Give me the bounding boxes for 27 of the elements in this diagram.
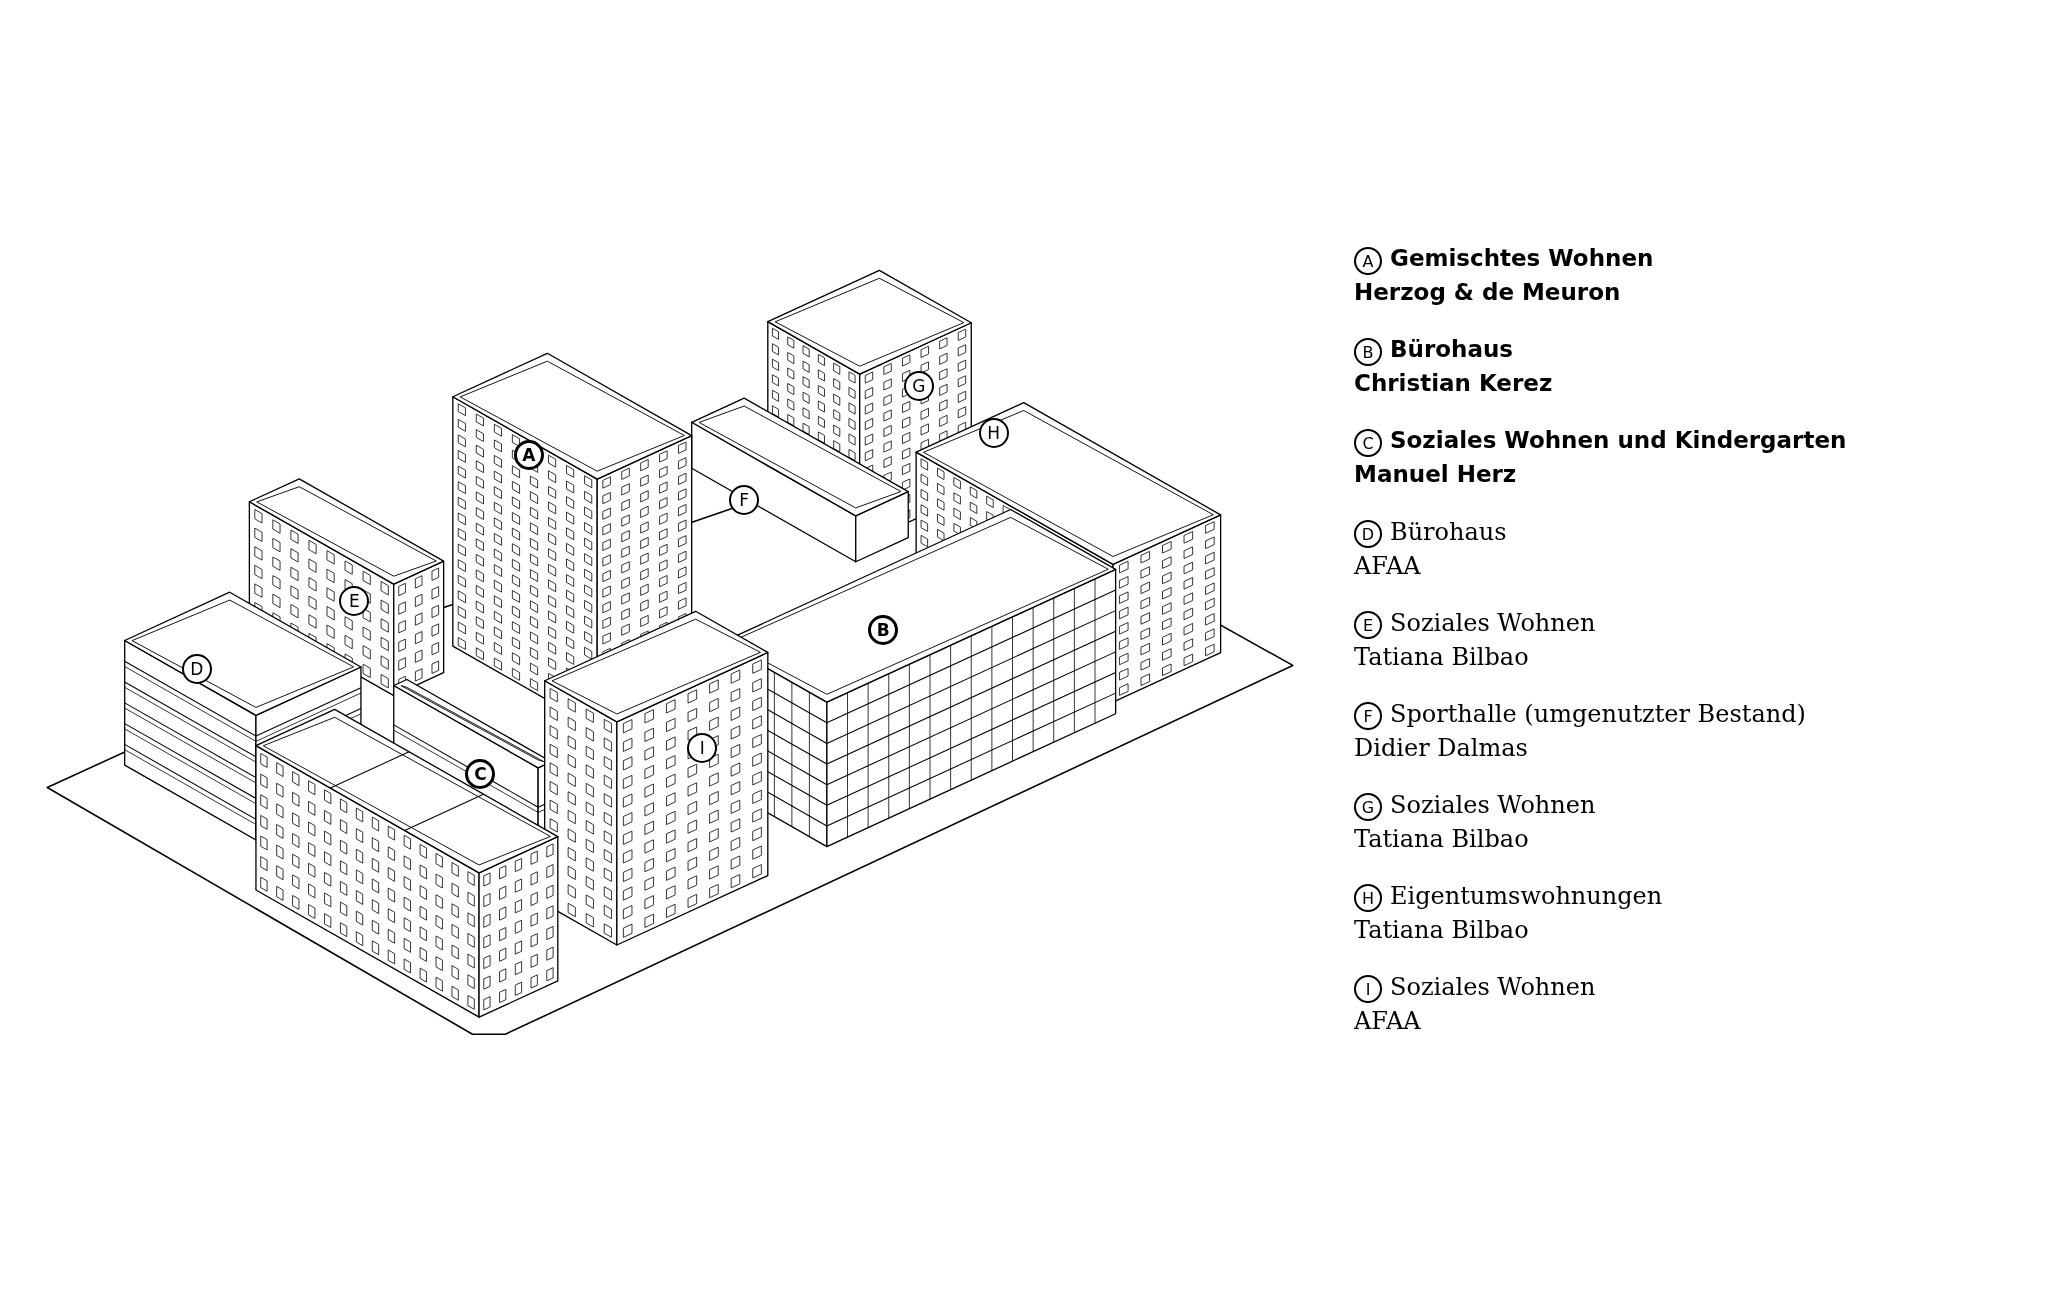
- key-title: Sporthalle (umgenutzter Bestand): [1390, 700, 1806, 728]
- callout-letter: E: [1354, 611, 1382, 639]
- key-architect: AFAA: [1354, 1007, 1421, 1035]
- key-title: Eigentumswohnungen: [1390, 882, 1663, 910]
- key-title: Soziales Wohnen: [1390, 791, 1596, 819]
- key-architect: Herzog & de Meuron: [1354, 279, 1621, 305]
- callout-letter: D: [1354, 520, 1382, 548]
- key-architect: Tatiana Bilbao: [1354, 916, 1529, 944]
- key-architect: Didier Dalmas: [1354, 734, 1528, 762]
- key-architect: Tatiana Bilbao: [1354, 825, 1529, 853]
- callout-letter: G: [1354, 793, 1382, 821]
- key-title: Soziales Wohnen: [1390, 609, 1596, 637]
- key-title: Gemischtes Wohnen: [1390, 245, 1654, 271]
- key-architect: AFAA: [1354, 552, 1421, 580]
- key-architect: Manuel Herz: [1354, 461, 1517, 487]
- callout-letter: F: [1354, 702, 1382, 730]
- key-architect: Tatiana Bilbao: [1354, 643, 1529, 671]
- key-title: Soziales Wohnen und Kindergarten: [1390, 427, 1847, 453]
- callout-letter: B: [1354, 338, 1382, 366]
- callout-letter: C: [1354, 429, 1382, 457]
- callout-letter: I: [1354, 975, 1382, 1003]
- callout-letter: A: [1354, 247, 1382, 275]
- key-title: Bürohaus: [1390, 518, 1507, 546]
- key-architect: Christian Kerez: [1354, 370, 1553, 396]
- key-title: Soziales Wohnen: [1390, 973, 1596, 1001]
- key-title: Bürohaus: [1390, 336, 1513, 362]
- callout-letter: H: [1354, 884, 1382, 912]
